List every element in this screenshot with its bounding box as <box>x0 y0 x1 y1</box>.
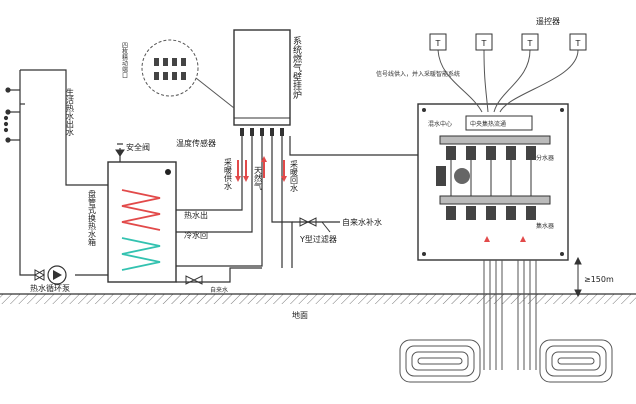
tank <box>107 161 177 283</box>
boiler-port-detail <box>141 39 235 109</box>
manifold-box <box>417 103 569 261</box>
label-manifold-center: 中央集热流通 <box>470 120 506 128</box>
check-valve-icon <box>185 275 203 285</box>
floor-pipes <box>483 260 537 370</box>
label-boiler: 系统燃气壁挂炉 <box>291 36 302 100</box>
label-mixing-center: 混水中心 <box>428 120 452 128</box>
label-distributor: 分水器 <box>536 154 554 162</box>
boiler <box>233 29 291 136</box>
label-gas: 天然气 <box>254 166 263 190</box>
thermostat-2: T <box>475 33 493 51</box>
svg-text:T: T <box>575 39 581 48</box>
label-height-note: ≥150m <box>584 275 614 284</box>
dhw-loop <box>19 69 108 276</box>
label-ground: 地面 <box>292 310 308 320</box>
label-cold-water-return: 冷水回 <box>184 230 208 240</box>
label-collector: 集水器 <box>536 222 554 230</box>
label-cable-note: 信号线供入，并入采暖智能系统 <box>376 70 460 78</box>
label-tank: 盘管式换热水箱 <box>88 189 97 247</box>
thermostat-3: T <box>521 33 539 51</box>
tap-icons <box>3 87 20 143</box>
svg-text:T: T <box>527 39 533 48</box>
label-hot-water-out-vertical: 生活热水出水 <box>66 87 75 136</box>
coil-hot <box>121 189 161 231</box>
label-thermostat-group: 遥控器 <box>536 16 560 26</box>
label-tap-water: 自来水 <box>210 286 228 294</box>
coil-cold <box>121 237 161 271</box>
svg-text:T: T <box>435 39 441 48</box>
label-temp-sensor: 温度传感器 <box>176 138 216 148</box>
thermostats: T T T T <box>429 33 587 51</box>
boiler-pipes <box>176 136 441 268</box>
label-safety-valve: 安全阀 <box>126 142 150 152</box>
pump-icon <box>33 265 67 285</box>
flow-arrows <box>235 156 287 182</box>
y-filter-icon <box>299 217 331 233</box>
label-heating-supply: 采暖供水 <box>224 157 233 190</box>
floor-coil-2 <box>539 339 613 383</box>
label-pump: 热水循环泵 <box>30 283 70 293</box>
label-boiler-inlet-note: 四枚精动端口 <box>121 42 128 79</box>
label-heating-return: 采暖回水 <box>290 159 299 192</box>
svg-text:T: T <box>481 39 487 48</box>
height-dimension <box>574 256 582 298</box>
thermostat-cables <box>437 49 579 113</box>
thermostat-1: T <box>429 33 447 51</box>
label-y-filter: Y型过滤器 <box>299 234 337 244</box>
thermostat-4: T <box>569 33 587 51</box>
label-tap-water-inlet: 自来水补水 <box>342 217 382 227</box>
safety-valve-icon <box>115 143 125 162</box>
floor-coil-1 <box>399 339 481 383</box>
ground <box>0 293 636 304</box>
label-hot-water-out: 热水出 <box>184 210 208 220</box>
